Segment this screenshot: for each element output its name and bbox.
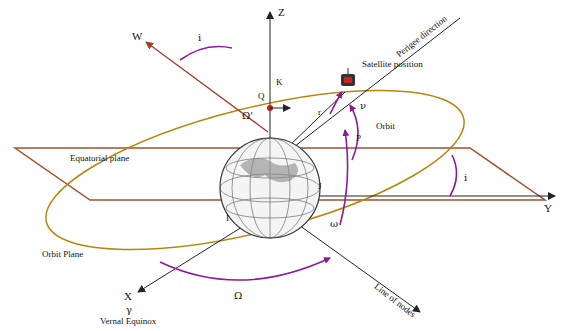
plane-label: Orbit Plane [42,250,83,260]
axis-label: Z [278,6,285,18]
axis-label: X [124,290,132,302]
angle-label: i [464,172,467,183]
angle-label: ν [360,100,366,111]
point-label: Q [258,92,265,102]
vector-label: r [318,108,321,118]
vector-label: P [356,134,361,144]
angle-label: Ω [234,290,242,301]
vector-label: J [318,182,322,192]
plane-label: Equatorial plane [70,154,129,164]
node-label: Ω' [242,110,253,121]
vector-label: I [226,214,229,224]
angle-label: ω [330,218,338,229]
equinox-label: Vernal Equinox [100,317,156,327]
angle-label: i [198,32,201,43]
direction-label: Perigee direction [395,14,449,59]
orbit-label: Orbit [376,122,395,132]
satellite-label: Satellite position [362,60,423,70]
symbol-label: γ [126,304,132,315]
line-label: Line of nodes [372,282,417,320]
vector-label: W [132,30,142,42]
vector-label: K [276,78,283,88]
axis-label: Y [544,202,552,214]
